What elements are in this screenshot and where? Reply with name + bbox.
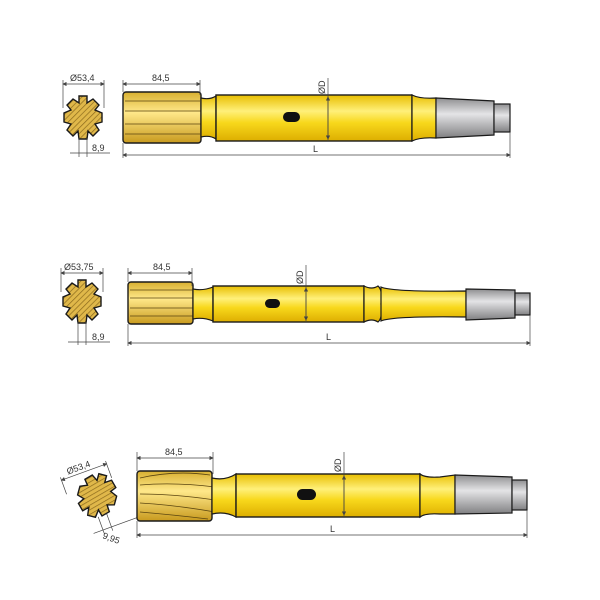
- drawing-shank-1: Ø53,4 8,9 84,5: [62, 73, 511, 158]
- shank-body-3: [136, 470, 528, 522]
- spline-length-label: 84,5: [152, 73, 170, 83]
- cross-section-diameter-label: Ø53,75: [64, 262, 94, 272]
- overall-length-label: L: [313, 144, 318, 154]
- spline-cross-section-icon: [63, 95, 103, 140]
- flushing-hole-icon: [297, 489, 316, 500]
- flushing-hole-icon: [265, 299, 280, 308]
- spline-width-label: 9,95: [101, 530, 121, 545]
- drawing-shank-2: Ø53,75 8,9 84,5 ØD L: [60, 262, 531, 346]
- body-diameter-label: ØD: [295, 270, 305, 284]
- cross-section-2: Ø53,75 8,9: [60, 262, 110, 345]
- spline-width-label: 8,9: [92, 332, 105, 342]
- cross-section-3: Ø53,4 9,95: [60, 459, 137, 546]
- overall-length-label: L: [326, 332, 331, 342]
- overall-length-label: L: [330, 524, 335, 534]
- shank-body-2: [127, 281, 531, 325]
- flushing-hole-icon: [283, 112, 300, 122]
- cross-section-1: Ø53,4 8,9: [62, 73, 110, 157]
- spline-width-label: 8,9: [92, 143, 105, 153]
- spline-cross-section-icon: [62, 279, 102, 324]
- shank-body-1: [122, 91, 511, 144]
- cross-section-diameter-label: Ø53,4: [70, 73, 95, 83]
- spline-length-label: 84,5: [165, 447, 183, 457]
- spline-length-label: 84,5: [153, 262, 171, 272]
- spline-cross-section-icon: [72, 469, 122, 522]
- body-diameter-label: ØD: [317, 80, 327, 94]
- drawing-shank-3: Ø53,4 9,95 84,5: [60, 447, 528, 546]
- body-diameter-label: ØD: [333, 458, 343, 472]
